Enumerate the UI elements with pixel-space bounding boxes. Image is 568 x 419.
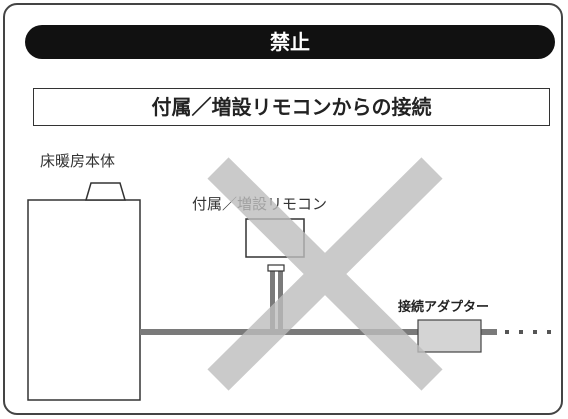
main-unit-body bbox=[27, 199, 141, 401]
subtitle-box: 付属／増設リモコンからの接続 bbox=[33, 88, 550, 126]
subtitle-text: 付属／増設リモコンからの接続 bbox=[151, 95, 432, 119]
banner-text: 禁止 bbox=[270, 30, 310, 54]
wire-remote-down-left bbox=[270, 270, 275, 335]
main-unit-top-cap bbox=[84, 182, 127, 201]
remote-connector bbox=[267, 264, 285, 272]
connection-adapter bbox=[417, 319, 482, 353]
continuation-dots bbox=[505, 330, 551, 334]
main-unit bbox=[27, 182, 141, 401]
prohibited-banner: 禁止 bbox=[25, 25, 555, 59]
wire-adapter-out bbox=[481, 329, 497, 335]
cross-stroke-2 bbox=[207, 157, 443, 391]
adapter-label: 接続アダプター bbox=[398, 300, 490, 315]
prohibited-cross-icon bbox=[207, 157, 443, 391]
main-unit-label: 床暖房本体 bbox=[40, 152, 116, 170]
